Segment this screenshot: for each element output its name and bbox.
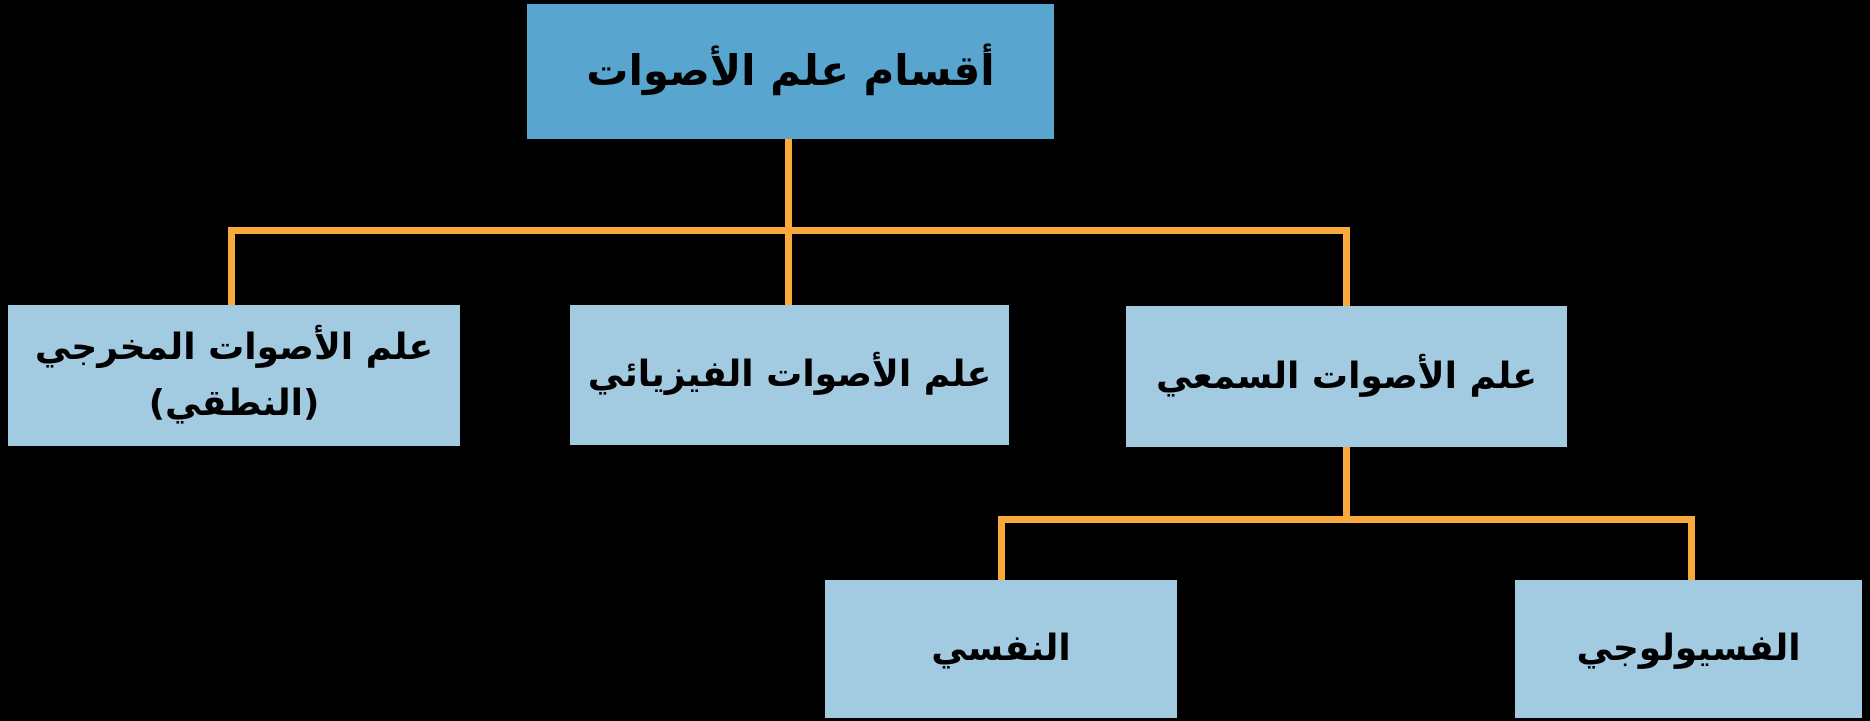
connector-drop-psychological bbox=[998, 516, 1005, 580]
connector-level2-rail bbox=[998, 516, 1695, 523]
connector-auditory-stem bbox=[1343, 447, 1350, 523]
connector-drop-articulatory bbox=[228, 227, 235, 305]
node-psychological: النفسي bbox=[825, 580, 1177, 718]
node-auditory-label: علم الأصوات السمعي bbox=[1156, 355, 1537, 397]
connector-drop-physiological bbox=[1688, 516, 1695, 580]
node-auditory: علم الأصوات السمعي bbox=[1126, 306, 1567, 447]
connector-root-stem bbox=[785, 139, 792, 305]
node-physiological: الفسيولوجي bbox=[1515, 580, 1862, 718]
node-articulatory-label-line2: (النطقي) bbox=[148, 382, 320, 424]
node-root: أقسام علم الأصوات bbox=[527, 4, 1054, 139]
node-articulatory: علم الأصوات المخرجي (النطقي) bbox=[8, 305, 460, 446]
connector-level1-rail bbox=[228, 227, 1350, 234]
node-acoustic: علم الأصوات الفيزيائي bbox=[570, 305, 1009, 445]
node-psychological-label: النفسي bbox=[931, 628, 1071, 670]
node-root-label: أقسام علم الأصوات bbox=[586, 46, 995, 96]
connector-drop-auditory bbox=[1343, 227, 1350, 306]
node-articulatory-label: علم الأصوات المخرجي bbox=[34, 326, 434, 368]
node-physiological-label: الفسيولوجي bbox=[1576, 628, 1801, 670]
node-acoustic-label: علم الأصوات الفيزيائي bbox=[587, 354, 992, 396]
